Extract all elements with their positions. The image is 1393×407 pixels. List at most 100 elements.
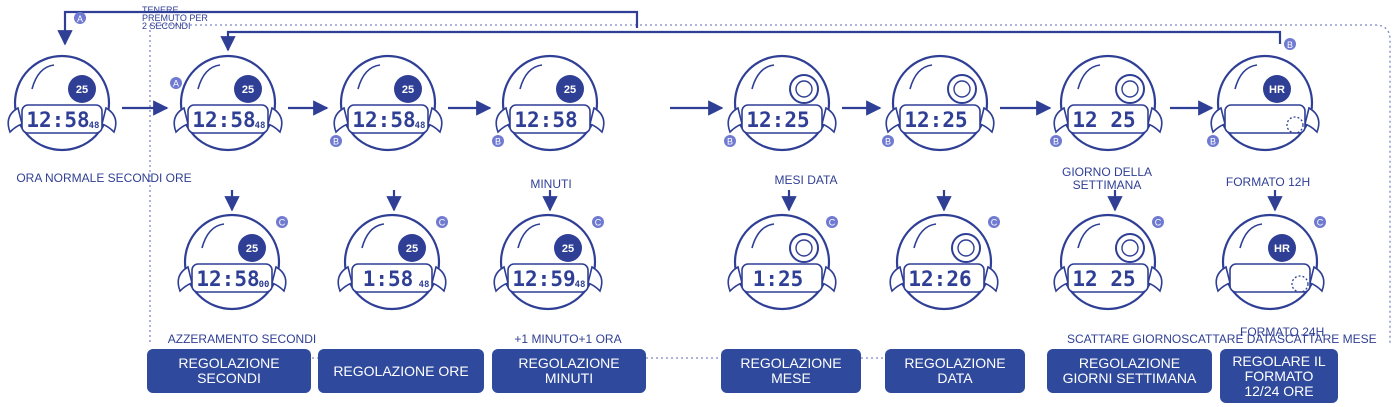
button-set-weekday[interactable]: REGOLAZIONE GIORNI SETTIMANA	[1047, 349, 1212, 393]
watch-hand-mark	[1077, 223, 1101, 249]
watch-lug-left	[1215, 265, 1231, 293]
watch-lug-left	[333, 106, 349, 134]
button-callout-text: B	[333, 137, 339, 147]
watch-lcd	[741, 263, 823, 293]
format-ring	[1291, 275, 1309, 293]
sub-dial-value: 25	[564, 84, 576, 96]
watch-lug-left	[7, 106, 23, 134]
sub-dial	[1268, 234, 1296, 262]
frame-top-right	[150, 24, 1391, 345]
watch-lcd	[509, 104, 591, 134]
callout-b-top	[1284, 38, 1296, 50]
button-set-hours[interactable]: REGOLAZIONE ORE	[318, 349, 484, 393]
button-callout-text: C	[439, 218, 446, 228]
watch-lug-right	[271, 265, 287, 293]
watch-case	[499, 213, 597, 311]
watch-hand-mark	[1234, 64, 1258, 90]
watch-hand-mark	[909, 64, 933, 90]
button-callout-text: C	[595, 218, 602, 228]
button-callout-text: B	[1053, 137, 1059, 147]
watch-case	[733, 54, 831, 152]
watch-lug-right	[587, 265, 603, 293]
button-callout-text: A	[173, 79, 179, 89]
watch-case	[339, 54, 437, 152]
button-set-date[interactable]: REGOLAZIONE DATA	[885, 349, 1025, 393]
button-callout	[492, 135, 504, 147]
flow-arrows: AB	[57, 10, 1296, 212]
lcd-time: 12:58	[514, 108, 577, 132]
sub-dial-inner	[795, 239, 813, 257]
watch-top-8: HRB	[1207, 54, 1320, 152]
lcd-time: 12:58	[196, 267, 259, 291]
watch-lcd	[741, 104, 823, 134]
watch-case	[179, 54, 277, 152]
button-callout-text: C	[1155, 218, 1162, 228]
watch-case	[501, 54, 599, 152]
button-callout	[1050, 135, 1062, 147]
button-callout	[436, 216, 448, 228]
button-set-format[interactable]: REGOLARE IL FORMATO 12/24 ORE	[1220, 349, 1338, 403]
watch-lcd	[191, 263, 273, 293]
sub-dial-value: 25	[246, 243, 258, 255]
sub-dial	[398, 234, 426, 262]
watch-lug-left	[337, 265, 353, 293]
watch-lug-left	[173, 106, 189, 134]
button-callout-text: B	[727, 137, 733, 147]
watch-case	[1216, 54, 1314, 152]
watch-case	[1221, 213, 1319, 311]
watch-lug-left	[727, 265, 743, 293]
button-callout-text: B	[885, 137, 891, 147]
watch-hand-mark	[751, 64, 775, 90]
watch-lcd	[1067, 104, 1149, 134]
watch-lug-left	[1210, 106, 1226, 134]
button-set-minutes[interactable]: REGOLAZIONE MINUTI	[492, 349, 646, 393]
label-minutes: MINUTI	[530, 177, 572, 191]
return-arrow-b	[220, 30, 1282, 52]
sub-dial-inner	[953, 80, 971, 98]
watch-bottom-6: 12 25 C	[1053, 213, 1164, 311]
watch-hand-mark	[361, 223, 385, 249]
button-callout	[1314, 216, 1326, 228]
watch-hand-mark	[357, 64, 381, 90]
lcd-seconds: 00	[259, 280, 270, 290]
lcd-time: 12:59	[512, 267, 575, 291]
button-callout	[724, 135, 736, 147]
watch-top-7: 12 25B	[1050, 54, 1163, 152]
label-advance: SCATTARE GIORNOSCATTARE DATASCATTARE MES…	[1067, 332, 1377, 346]
button-callout	[276, 216, 288, 228]
watch-hand-mark	[1077, 64, 1101, 90]
button-callout	[330, 135, 342, 147]
lcd-seconds: 48	[575, 280, 586, 290]
watch-hand-mark	[1239, 223, 1263, 249]
lcd-time: 12 25	[1072, 267, 1135, 291]
sub-dial-inner	[795, 80, 813, 98]
button-set-seconds[interactable]: REGOLAZIONE SECONDI	[147, 349, 311, 393]
button-set-month[interactable]: REGOLAZIONE MESE	[721, 349, 861, 393]
watch-lcd	[903, 263, 985, 293]
watch-hand-mark	[31, 64, 55, 90]
watch-lug-right	[1147, 265, 1163, 293]
button-callout-text: B	[1210, 137, 1216, 147]
watch-case	[1059, 213, 1157, 311]
watch-lug-left	[177, 265, 193, 293]
watch-lug-left	[889, 265, 905, 293]
watch-lug-right	[821, 106, 837, 134]
sub-dial-inner	[957, 239, 975, 257]
watch-case	[1059, 54, 1157, 152]
sub-dial-inner	[1121, 80, 1139, 98]
sub-dial	[234, 75, 262, 103]
hold-note: TENERE PREMUTO PER 2 SECONDI	[142, 5, 208, 31]
label-normal-time: ORA NORMALE SECONDI ORE	[16, 171, 192, 185]
watch-lug-right	[267, 106, 283, 134]
sub-dial	[554, 234, 582, 262]
button-callout-text: C	[1317, 218, 1324, 228]
sub-dial-inner	[1121, 239, 1139, 257]
sub-dial	[1263, 75, 1291, 103]
watch-case	[13, 54, 111, 152]
watch-case	[183, 213, 281, 311]
